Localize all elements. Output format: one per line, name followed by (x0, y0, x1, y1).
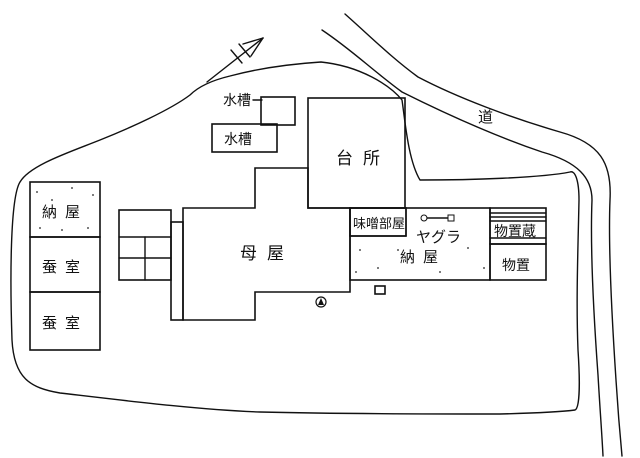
small-object (374, 285, 386, 295)
water-tank-lower-outline (211, 123, 278, 153)
yagura-rail (420, 214, 455, 222)
property-boundary (10, 61, 580, 415)
storage-label: 物置 (502, 258, 530, 274)
storage-kura-hatch (489, 212, 547, 239)
miso-room-label: 味噌部屋 (353, 217, 405, 232)
silkworm-room-2-label: 蚕室 (42, 314, 88, 332)
well-icon (315, 296, 327, 308)
storage-outline (489, 243, 547, 281)
east-barn-dots (355, 247, 485, 273)
yagura-label: ヤグラ (416, 228, 461, 246)
water-tank-lower-label: 水槽 (224, 132, 252, 148)
water-tank-upper-outline (260, 96, 296, 126)
kitchen-label: 台所 (336, 149, 390, 169)
water-tank-upper-label: 水槽 (223, 93, 251, 109)
barn-east-label: 納屋 (400, 248, 446, 266)
road-lines (321, 13, 623, 457)
main-house-label: 母屋 (240, 244, 294, 264)
silkworm-room-2-outline (29, 291, 101, 351)
barn-west-label: 納屋 (42, 203, 88, 221)
main-house-side (170, 221, 184, 321)
barn-west-dots (36, 187, 94, 231)
shed-grid (118, 209, 172, 281)
road-label: 道 (478, 108, 493, 126)
north-arrow-icon (206, 37, 264, 83)
storage-kura-label: 物置蔵 (494, 224, 536, 240)
silkworm-room-1-label: 蚕室 (42, 258, 88, 276)
